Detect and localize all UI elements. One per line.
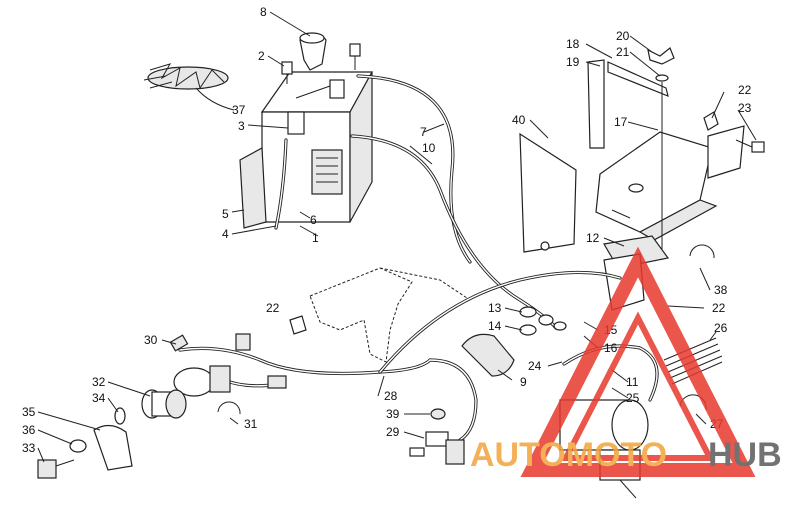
callout-1: 1	[312, 231, 319, 245]
frame-bracket-part	[309, 267, 471, 363]
bolt-part	[281, 61, 293, 84]
shield-panel-part	[519, 132, 577, 253]
callout-7: 7	[420, 125, 427, 139]
callout-30: 30	[144, 333, 158, 347]
decal-part	[143, 63, 229, 90]
callout-labels: 8 2 37 3 5 4 6 1 7 10 40 18 19 20 21 17 …	[22, 5, 752, 455]
callout-21: 21	[616, 45, 630, 59]
nut-22-left	[289, 315, 307, 335]
battery-cable-positive	[356, 74, 472, 264]
battery-tray-part	[595, 125, 745, 241]
hold-down-strap-part	[587, 59, 669, 149]
key-part	[37, 459, 75, 479]
connector-30	[169, 333, 251, 352]
callout-37: 37	[232, 103, 246, 117]
wiring-harness	[178, 346, 478, 442]
callout-11: 11	[626, 375, 639, 389]
callout-36: 36	[22, 423, 36, 437]
callout-35: 35	[22, 405, 36, 419]
callout-29: 29	[386, 425, 400, 439]
callout-39: 39	[386, 407, 400, 421]
callout-5: 5	[222, 207, 229, 221]
switch-nut-part	[69, 439, 87, 453]
callout-14: 14	[488, 319, 502, 333]
terminal-boot-part	[299, 32, 327, 71]
callout-38: 38	[714, 283, 728, 297]
terminal-cover-part	[461, 333, 515, 377]
callout-32: 32	[92, 375, 106, 389]
callout-26: 26	[714, 321, 728, 335]
callout-20: 20	[616, 29, 630, 43]
callout-23: 23	[738, 101, 752, 115]
callout-28: 28	[384, 389, 398, 403]
battery-bracket-part	[239, 147, 267, 229]
callout-8: 8	[260, 5, 267, 19]
callout-16: 16	[604, 341, 618, 355]
watermark-text-secondary: HUB	[708, 436, 782, 474]
callout-17: 17	[614, 115, 628, 129]
callout-22-left: 22	[266, 301, 280, 315]
watermark: AUTOMOTO HUB	[470, 246, 782, 477]
callout-40: 40	[512, 113, 526, 127]
callout-25: 25	[626, 391, 640, 405]
callout-31: 31	[244, 417, 258, 431]
callout-34: 34	[92, 391, 106, 405]
callout-24: 24	[528, 359, 542, 373]
nut-bolt-part	[703, 111, 765, 153]
callout-19: 19	[566, 55, 580, 69]
callout-4: 4	[222, 227, 229, 241]
watermark-text-primary: AUTOMOTO	[470, 436, 667, 474]
callout-3: 3	[238, 119, 245, 133]
callout-12: 12	[586, 231, 600, 245]
bezel-plate-part	[93, 424, 133, 471]
key-switch-part	[114, 389, 187, 425]
callout-22-top: 22	[738, 83, 752, 97]
callout-2: 2	[258, 49, 265, 63]
callout-18: 18	[566, 37, 580, 51]
circlip-31	[217, 401, 241, 415]
fuse-holder-part	[409, 408, 465, 465]
callout-10: 10	[422, 141, 436, 155]
callout-6: 6	[310, 213, 317, 227]
callout-33: 33	[22, 441, 36, 455]
circlip-38	[689, 244, 715, 259]
wing-nut-part	[647, 47, 675, 260]
ignition-switch-part	[173, 365, 287, 397]
washers-part	[519, 306, 567, 336]
terminal-bolt-part	[349, 43, 361, 70]
battery-part	[260, 71, 374, 223]
callout-9: 9	[520, 375, 527, 389]
callout-13: 13	[488, 301, 502, 315]
callout-22-right: 22	[712, 301, 726, 315]
